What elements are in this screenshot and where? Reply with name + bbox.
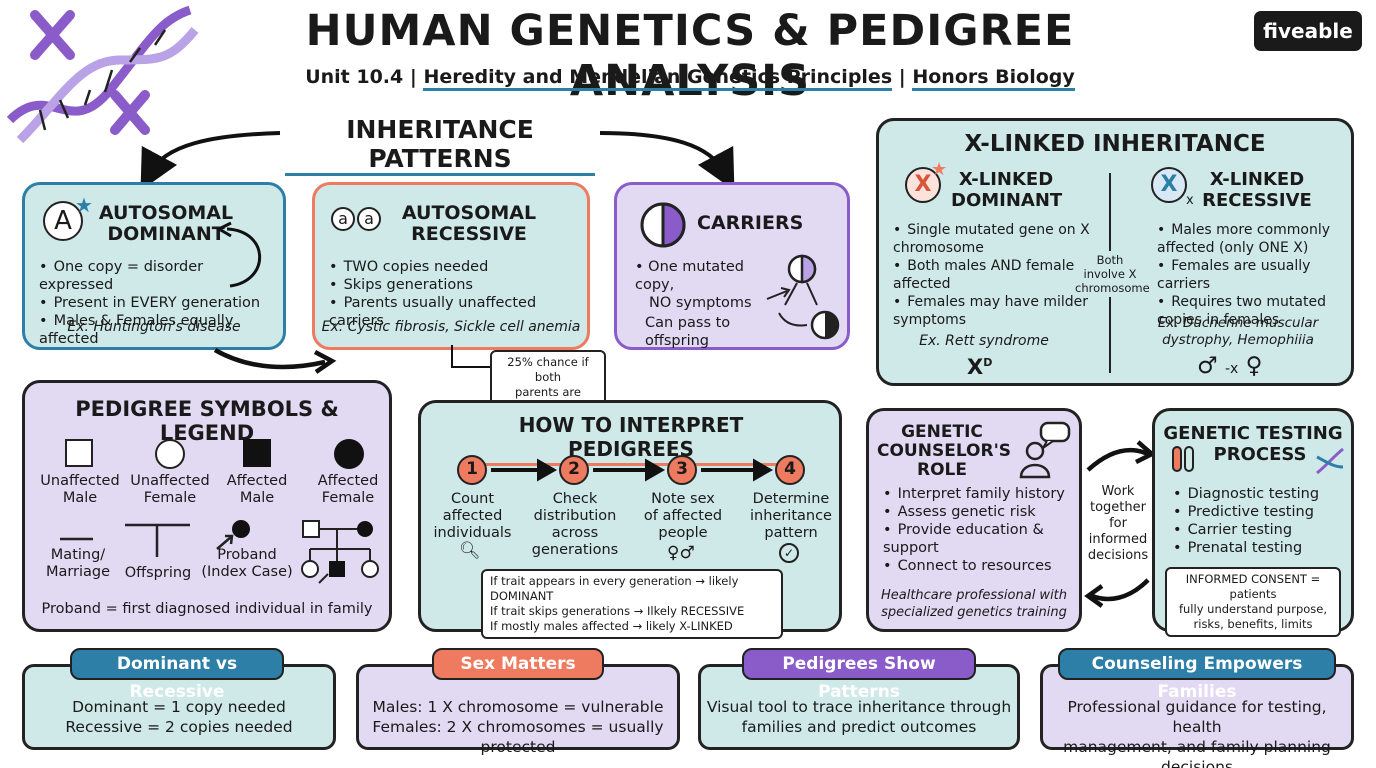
allele-a-icon: a — [331, 207, 355, 231]
page-title: HUMAN GENETICS & PEDIGREE ANALYSIS — [305, 6, 1075, 106]
testing-card: GENETIC TESTING PROCESS Diagnostic testi… — [1152, 408, 1354, 637]
female-icon: ♀ — [1245, 353, 1263, 379]
subtitle-unit: Unit 10.4 | — [305, 66, 417, 88]
x-linked-card: X-LINKED INHERITANCE X ★ X-LINKED DOMINA… — [876, 118, 1354, 386]
ar-title: AUTOSOMAL RECESSIVE — [401, 202, 537, 245]
carriers-title: CARRIERS — [697, 212, 804, 234]
test-tube-icon — [1172, 446, 1194, 472]
summary-pill-sex-matters: Sex Matters — [432, 648, 604, 680]
page-subtitle: Unit 10.4 | Heredity and Mendelian Genet… — [300, 66, 1080, 91]
work-together-text: Work together for informed decisions — [1087, 484, 1149, 563]
step-4-badge: 4 — [775, 455, 805, 485]
summary-pill-dominant-recessive: Dominant vs Recessive — [70, 648, 284, 702]
unaffected-male-symbol — [65, 439, 93, 467]
ad-title: AUTOSOMAL DOMINANT — [98, 202, 234, 245]
subtitle-topic: Heredity and Mendelian Genetics Principl… — [423, 66, 893, 91]
xd-title: X-LINKED DOMINANT — [951, 169, 1063, 211]
summary-pill-counseling: Counseling Empowers Families — [1058, 648, 1336, 702]
counselor-footer: Healthcare professional with specialized… — [880, 588, 1068, 620]
counselor-bullets: Interpret family history Assess genetic … — [883, 485, 1073, 575]
ar-callout-line — [451, 345, 495, 368]
label-mating: Mating/Marriage — [45, 547, 111, 580]
label-proband: Proband(Index Case) — [201, 547, 293, 580]
dna-icon — [1316, 447, 1344, 475]
x-recessive-subscript: x — [1186, 193, 1194, 208]
interpret-heading: HOW TO INTERPRET PEDIGREES — [461, 413, 801, 466]
autosomal-dominant-card: A ★ AUTOSOMAL DOMINANT One copy = disord… — [22, 182, 286, 350]
inheritance-patterns-heading: INHERITANCE PATTERNS — [285, 115, 595, 176]
testing-bullets: Diagnostic testing Predictive testing Ca… — [1173, 485, 1353, 557]
allele-a-icon: a — [357, 207, 381, 231]
sex-symbols: ♀♂ — [667, 543, 695, 563]
heading-arrows — [140, 131, 735, 190]
counselor-person-icon — [1019, 421, 1071, 479]
testing-title: GENETIC TESTING PROCESS — [1163, 423, 1343, 465]
ar-bullets: TWO copies needed Skips generations Pare… — [329, 258, 589, 330]
x-recessive-icon: X — [1151, 167, 1187, 203]
xr-title: X-LINKED RECESSIVE — [1202, 169, 1312, 211]
counselor-title: GENETIC COUNSELOR'S ROLE — [877, 422, 1012, 480]
ad-to-ar-arrow — [213, 348, 337, 374]
letter-a-icon: A — [43, 201, 83, 241]
xr-example: Ex. Duchenne muscular dystrophy, Hemophi… — [1157, 315, 1319, 348]
subtitle-course: Honors Biology — [912, 66, 1075, 91]
step-3-badge: 3 — [667, 455, 697, 485]
summary-pill-pedigrees: Pedigrees Show Patterns — [742, 648, 976, 702]
ad-example: Ex. Huntington's disease — [67, 319, 241, 335]
carrier-passing-diagram — [766, 254, 840, 340]
summary-card-pedigrees: Visual tool to trace inheritance through… — [698, 664, 1020, 750]
interpret-card: HOW TO INTERPRET PEDIGREES 1 2 3 4 Count… — [418, 400, 842, 639]
half-shaded-circle-icon — [640, 202, 686, 248]
ad-bullets: One copy = disorder expressed Present in… — [39, 258, 279, 348]
autosomal-recessive-card: a a AUTOSOMAL RECESSIVE TWO copies neede… — [312, 182, 590, 350]
carriers-text: • One mutated copy, NO symptoms Can pass… — [635, 259, 752, 349]
x-linked-heading: X-LINKED INHERITANCE — [964, 131, 1266, 157]
xr-bullets: Males more commonly affected (only ONE X… — [1157, 221, 1353, 329]
carriers-card: CARRIERS • One mutated copy, NO symptoms… — [614, 182, 850, 350]
star-icon: ★ — [931, 159, 948, 180]
step-1-badge: 1 — [457, 455, 487, 485]
ar-example: Ex. Cystic fibrosis, Sickle cell anemia — [321, 319, 581, 335]
xr-symbols: ♂ -x ♀ — [1197, 353, 1263, 379]
star-icon: ★ — [75, 193, 93, 217]
interpret-rules: If trait appears in every generation → l… — [481, 569, 783, 639]
unaffected-female-symbol — [155, 439, 185, 469]
both-involve-x-note: Both involve X chromosome — [1075, 251, 1150, 297]
pedigree-symbols-heading: PEDIGREE SYMBOLS & LEGEND — [75, 397, 339, 445]
work-together-arrows — [1084, 440, 1156, 608]
xd-bullets: Single mutated gene on X chromosome Both… — [893, 221, 1091, 329]
affected-female-symbol — [334, 439, 364, 469]
affected-male-symbol — [243, 439, 271, 467]
dna-helix-icon — [6, 5, 199, 144]
subtitle-separator: | — [898, 66, 906, 88]
summary-text: Professional guidance for testing, healt… — [1063, 698, 1331, 768]
informed-consent-note: INFORMED CONSENT = patients fully unders… — [1165, 567, 1341, 637]
fiveable-logo: fiveable — [1254, 11, 1362, 51]
xd-symbol: XD — [967, 355, 993, 379]
x-dominant-icon: X — [905, 167, 941, 203]
pedigree-symbols-row2 — [60, 520, 379, 584]
step-2-badge: 2 — [559, 455, 589, 485]
xd-example: Ex. Rett syndrome — [919, 333, 1049, 349]
label-offspring: Offspring — [124, 565, 192, 581]
magnifier-icon: 🔍︎ — [459, 541, 481, 561]
check-circle-icon: ✓ — [779, 543, 799, 563]
pedigree-footer: Proband = first diagnosed individual in … — [41, 601, 373, 617]
step-arrows — [491, 458, 774, 482]
counselor-card: GENETIC COUNSELOR'S ROLE Interpret famil… — [866, 408, 1082, 632]
summary-text: Visual tool to trace inheritance through… — [706, 698, 1012, 736]
male-icon: ♂ — [1197, 353, 1218, 379]
